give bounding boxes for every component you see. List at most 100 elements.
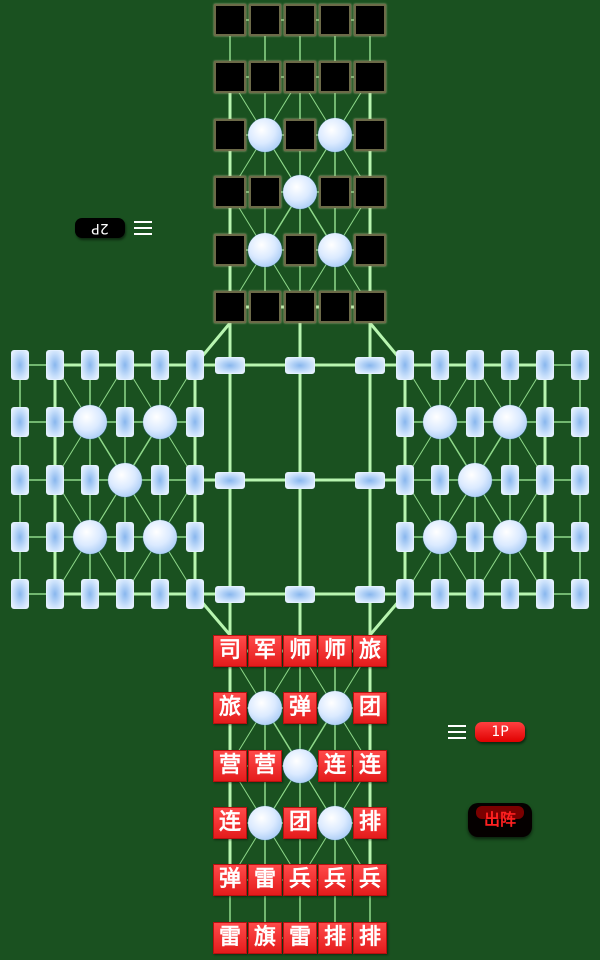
red-piece[interactable]: 连	[353, 750, 387, 782]
empty-post[interactable]	[396, 465, 414, 495]
red-piece[interactable]: 兵	[318, 864, 352, 896]
empty-post[interactable]	[396, 350, 414, 380]
empty-post[interactable]	[466, 407, 484, 437]
red-piece[interactable]: 连	[213, 807, 247, 839]
camp-post[interactable]	[318, 691, 352, 725]
menu-icon-2p[interactable]	[134, 221, 152, 235]
empty-post[interactable]	[285, 471, 315, 489]
hidden-piece[interactable]	[284, 61, 316, 93]
empty-post[interactable]	[536, 350, 554, 380]
hidden-piece[interactable]	[284, 234, 316, 266]
empty-post[interactable]	[501, 350, 519, 380]
empty-post[interactable]	[81, 465, 99, 495]
empty-post[interactable]	[186, 350, 204, 380]
camp-post[interactable]	[143, 405, 177, 439]
camp-post[interactable]	[248, 691, 282, 725]
empty-post[interactable]	[116, 350, 134, 380]
hidden-piece[interactable]	[319, 61, 351, 93]
empty-post[interactable]	[46, 350, 64, 380]
hidden-piece[interactable]	[214, 4, 246, 36]
empty-post[interactable]	[186, 465, 204, 495]
red-piece[interactable]: 排	[318, 922, 352, 954]
camp-post[interactable]	[318, 806, 352, 840]
hidden-piece[interactable]	[284, 119, 316, 151]
empty-post[interactable]	[431, 465, 449, 495]
empty-post[interactable]	[215, 471, 245, 489]
empty-post[interactable]	[186, 579, 204, 609]
red-piece[interactable]: 司	[213, 635, 247, 667]
camp-post[interactable]	[73, 520, 107, 554]
hidden-piece[interactable]	[354, 4, 386, 36]
empty-post[interactable]	[46, 522, 64, 552]
camp-post[interactable]	[458, 463, 492, 497]
empty-post[interactable]	[396, 579, 414, 609]
hidden-piece[interactable]	[214, 234, 246, 266]
empty-post[interactable]	[571, 465, 589, 495]
empty-post[interactable]	[536, 465, 554, 495]
empty-post[interactable]	[46, 579, 64, 609]
camp-post[interactable]	[73, 405, 107, 439]
camp-post[interactable]	[493, 405, 527, 439]
empty-post[interactable]	[11, 522, 29, 552]
camp-post[interactable]	[423, 520, 457, 554]
camp-post[interactable]	[248, 806, 282, 840]
empty-post[interactable]	[355, 585, 385, 603]
empty-post[interactable]	[215, 585, 245, 603]
camp-post[interactable]	[248, 118, 282, 152]
camp-post[interactable]	[283, 175, 317, 209]
empty-post[interactable]	[285, 585, 315, 603]
empty-post[interactable]	[46, 465, 64, 495]
hidden-piece[interactable]	[249, 4, 281, 36]
empty-post[interactable]	[571, 522, 589, 552]
camp-post[interactable]	[143, 520, 177, 554]
empty-post[interactable]	[151, 579, 169, 609]
empty-post[interactable]	[81, 579, 99, 609]
empty-post[interactable]	[466, 522, 484, 552]
red-piece[interactable]: 营	[213, 750, 247, 782]
empty-post[interactable]	[151, 465, 169, 495]
camp-post[interactable]	[283, 749, 317, 783]
empty-post[interactable]	[396, 407, 414, 437]
red-piece[interactable]: 排	[353, 807, 387, 839]
camp-post[interactable]	[423, 405, 457, 439]
empty-post[interactable]	[431, 350, 449, 380]
red-piece[interactable]: 团	[283, 807, 317, 839]
hidden-piece[interactable]	[214, 119, 246, 151]
red-piece[interactable]: 旅	[353, 635, 387, 667]
hidden-piece[interactable]	[319, 176, 351, 208]
empty-post[interactable]	[81, 350, 99, 380]
empty-post[interactable]	[571, 579, 589, 609]
hidden-piece[interactable]	[354, 61, 386, 93]
empty-post[interactable]	[151, 350, 169, 380]
hidden-piece[interactable]	[354, 234, 386, 266]
red-piece[interactable]: 兵	[353, 864, 387, 896]
red-piece[interactable]: 排	[353, 922, 387, 954]
empty-post[interactable]	[501, 579, 519, 609]
empty-post[interactable]	[355, 356, 385, 374]
camp-post[interactable]	[248, 233, 282, 267]
hidden-piece[interactable]	[284, 291, 316, 323]
red-piece[interactable]: 旗	[248, 922, 282, 954]
hidden-piece[interactable]	[284, 4, 316, 36]
empty-post[interactable]	[536, 579, 554, 609]
empty-post[interactable]	[466, 579, 484, 609]
empty-post[interactable]	[11, 465, 29, 495]
hidden-piece[interactable]	[249, 176, 281, 208]
red-piece[interactable]: 团	[353, 692, 387, 724]
empty-post[interactable]	[116, 407, 134, 437]
red-piece[interactable]: 营	[248, 750, 282, 782]
red-piece[interactable]: 旅	[213, 692, 247, 724]
hidden-piece[interactable]	[214, 291, 246, 323]
empty-post[interactable]	[116, 579, 134, 609]
red-piece[interactable]: 雷	[248, 864, 282, 896]
red-piece[interactable]: 师	[318, 635, 352, 667]
hidden-piece[interactable]	[354, 291, 386, 323]
empty-post[interactable]	[536, 522, 554, 552]
red-piece[interactable]: 雷	[213, 922, 247, 954]
empty-post[interactable]	[431, 579, 449, 609]
empty-post[interactable]	[116, 522, 134, 552]
red-piece[interactable]: 军	[248, 635, 282, 667]
empty-post[interactable]	[11, 579, 29, 609]
empty-post[interactable]	[285, 356, 315, 374]
empty-post[interactable]	[536, 407, 554, 437]
